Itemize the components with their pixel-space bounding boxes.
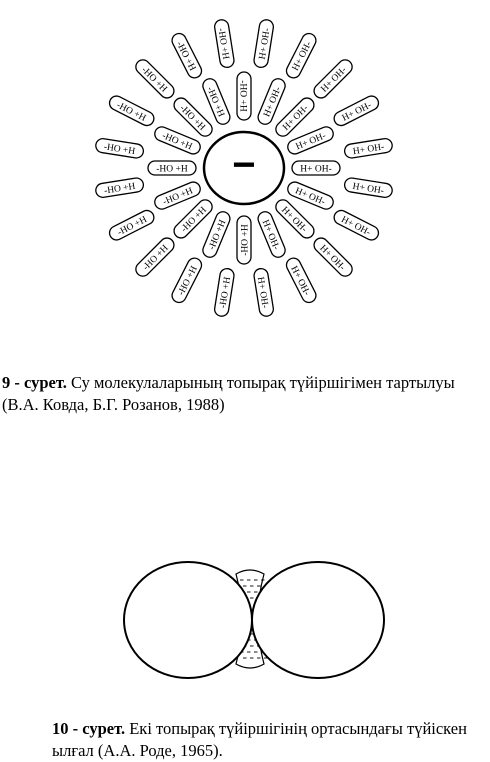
figure-9-diagram: − H+ OH-H+ OH-H+ OH-H+ OH--HO +H-HO +H-H… [95, 19, 393, 317]
water-molecule: -HO +H [236, 215, 252, 265]
water-molecule: -HO +H [171, 257, 203, 304]
negative-charge-sign: − [232, 143, 255, 187]
water-molecule: -HO +H [213, 267, 235, 317]
figure-10-number: 10 - сурет. [52, 719, 126, 738]
water-molecule: H+ OH- [253, 19, 275, 69]
molecule-label: H+ OH- [258, 28, 273, 61]
water-molecule: -HO +H [135, 59, 175, 99]
molecule-label: -HO +H [156, 165, 188, 175]
molecule-label: -HO +H [104, 182, 137, 197]
molecule-label: H+ OH- [352, 142, 385, 157]
water-molecule: -HO +H [95, 177, 145, 199]
molecule-label: -HO +H [215, 28, 230, 61]
water-molecule: -HO +H [147, 160, 197, 176]
water-molecule: H+ OH- [313, 237, 353, 277]
water-molecule: H+ OH- [285, 257, 317, 304]
water-molecule: H+ OH- [343, 177, 393, 199]
figure-10-diagram [123, 561, 385, 679]
molecule-label: -HO +H [241, 224, 251, 256]
figure-9-caption: 9 - сурет. Су молекулаларының топырақ тү… [2, 372, 482, 416]
water-molecule: H+ OH- [343, 137, 393, 159]
water-molecule: -HO +H [108, 209, 155, 241]
water-molecule: -HO +H [213, 19, 235, 69]
water-molecule: -HO +H [236, 71, 252, 121]
soil-particle-right [251, 561, 385, 679]
soil-particle [202, 130, 286, 206]
molecule-label: H+ OH- [300, 165, 331, 175]
water-molecule: -HO +H [95, 137, 145, 159]
figure-10-caption-text: Екі топырақ түйіршігінің ортасындағы түй… [52, 719, 467, 760]
molecule-label: -HO +H [218, 276, 233, 309]
figure-9-caption-text: Су молекулаларының топырақ түйіршігімен … [2, 373, 455, 414]
water-molecule: H+ OH- [285, 32, 317, 79]
molecule-label: H+ OH- [255, 276, 270, 309]
water-molecule: H+ OH- [333, 209, 380, 241]
figure-9-number: 9 - сурет. [2, 373, 67, 392]
water-molecule: -HO +H [171, 32, 203, 79]
water-molecule: H+ OH- [313, 59, 353, 99]
water-molecule: H+ OH- [253, 267, 275, 317]
molecule-label: -HO +H [103, 142, 136, 157]
molecule-label: -HO +H [238, 80, 248, 112]
molecule-label: H+ OH- [352, 182, 385, 197]
soil-particle-left [123, 561, 253, 679]
water-molecule: -HO +H [135, 237, 175, 277]
water-molecule: H+ OH- [291, 160, 341, 176]
water-molecule: -HO +H [108, 95, 155, 127]
figure-10-caption: 10 - сурет. Екі топырақ түйіршігінің орт… [52, 718, 482, 762]
water-molecule: H+ OH- [333, 95, 380, 127]
